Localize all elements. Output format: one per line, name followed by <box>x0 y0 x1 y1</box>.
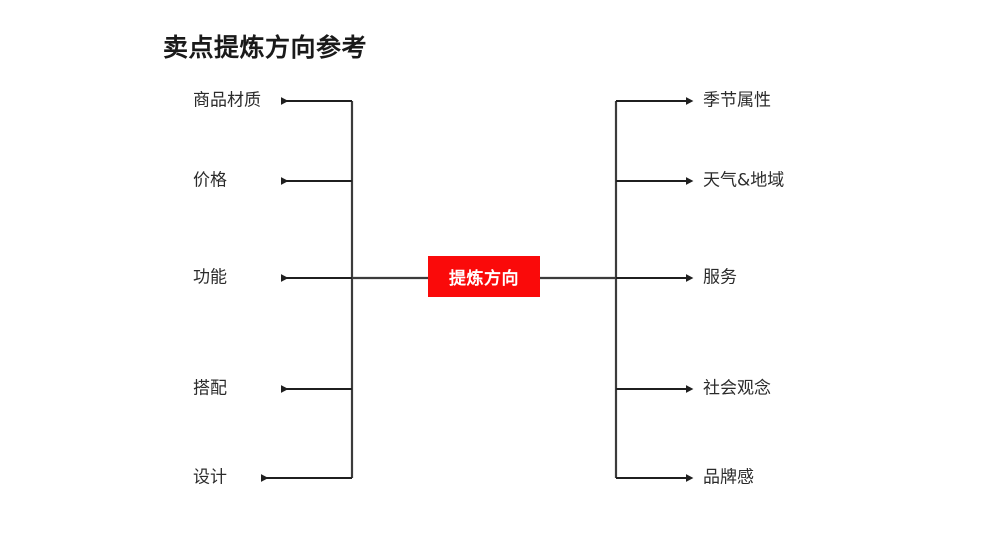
branch-label-right-2: 天气&地域 <box>703 170 785 191</box>
branch-label-left-3: 功能 <box>193 267 227 288</box>
branch-label-right-5: 品牌感 <box>703 467 754 488</box>
branch-label-right-4: 社会观念 <box>703 378 771 399</box>
branch-label-left-4: 搭配 <box>193 378 227 399</box>
branch-label-left-1: 商品材质 <box>193 90 261 111</box>
page-title: 卖点提炼方向参考 <box>163 33 368 62</box>
branch-label-right-3: 服务 <box>703 267 737 288</box>
branch-label-left-2: 价格 <box>193 170 227 191</box>
branch-label-left-5: 设计 <box>193 467 227 488</box>
center-node: 提炼方向 <box>428 256 540 297</box>
branch-label-right-1: 季节属性 <box>703 90 771 111</box>
